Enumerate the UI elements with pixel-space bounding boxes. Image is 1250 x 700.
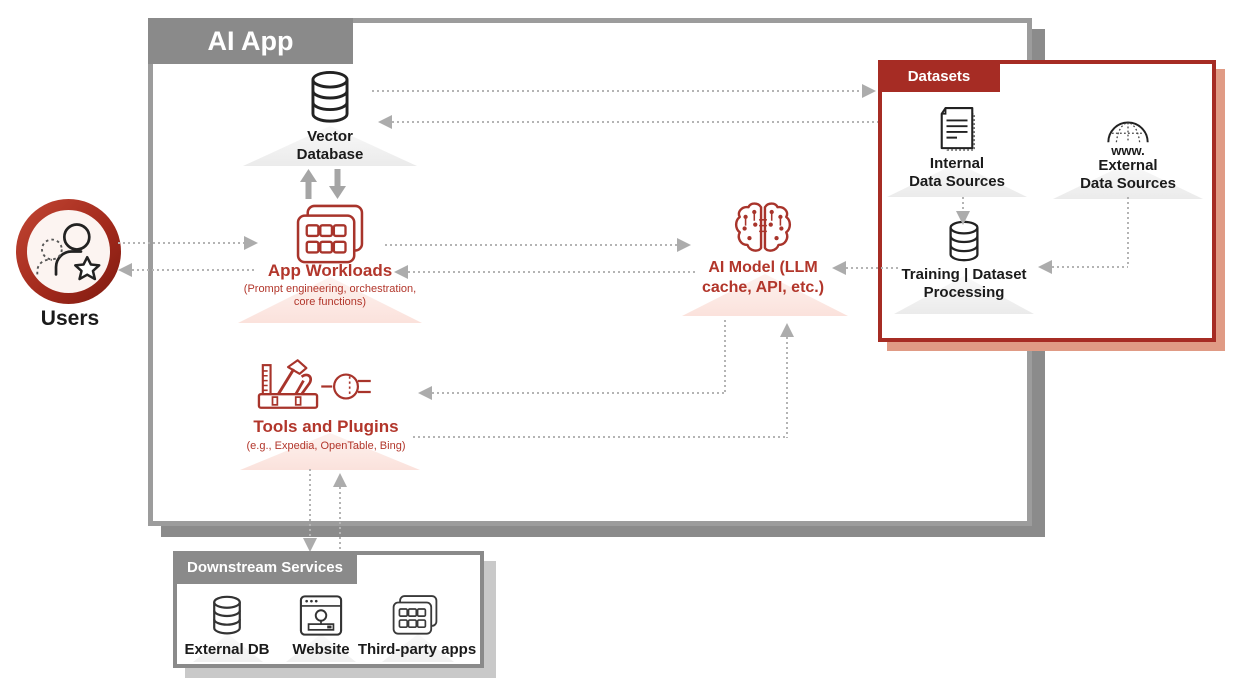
ai-model-label-line1: AI Model (LLM bbox=[708, 259, 818, 276]
users-icon bbox=[36, 223, 101, 281]
ai-model-label-line2: cache, API, etc.) bbox=[701, 279, 825, 296]
arrow-tools-to-aimodel-v bbox=[786, 337, 788, 438]
stacked-app-grid-icon bbox=[296, 204, 364, 264]
internal-data-label-line2: Data Sources bbox=[909, 173, 1005, 190]
arrow-tools-to-aimodel-h bbox=[413, 436, 788, 438]
arrowhead-aimodel-to-tools bbox=[418, 386, 432, 400]
arrowhead-vectordb-to-datasets bbox=[862, 84, 876, 98]
thirdparty-label: Third-party apps bbox=[357, 641, 477, 658]
external-data-label-line2: Data Sources bbox=[1080, 175, 1176, 192]
plug-icon bbox=[321, 373, 371, 400]
users-ring bbox=[16, 199, 121, 304]
tools-sub: (e.g., Expedia, OpenTable, Bing) bbox=[246, 440, 406, 452]
arrow-vectordb-to-workloads-down bbox=[329, 169, 346, 199]
arrowhead-downstream-to-tools bbox=[333, 473, 347, 487]
external-db-label: External DB bbox=[184, 641, 270, 658]
arrowhead-tools-to-downstream bbox=[303, 538, 317, 552]
arrow-training-to-aimodel bbox=[846, 267, 898, 269]
arrowhead-internal-to-training bbox=[956, 211, 970, 225]
arrow-users-to-workloads bbox=[118, 242, 244, 244]
app-workloads-sub1: (Prompt engineering, orchestration, bbox=[243, 283, 417, 295]
internal-data-label-line1: Internal bbox=[929, 155, 985, 172]
external-db-cylinder-icon bbox=[213, 595, 241, 635]
app-workloads-label: App Workloads bbox=[267, 261, 393, 280]
vector-db-label-line1: Vector bbox=[307, 128, 353, 145]
arrow-vectordb-to-datasets bbox=[372, 90, 862, 92]
arrowhead-tools-to-aimodel bbox=[780, 323, 794, 337]
www-label: www. bbox=[1111, 143, 1145, 158]
arrow-aimodel-to-tools-h bbox=[432, 392, 726, 394]
arrow-workloads-to-aimodel bbox=[385, 244, 677, 246]
database-cylinder-icon bbox=[311, 70, 349, 123]
arrow-workloads-to-users bbox=[132, 269, 256, 271]
arrowhead-external-to-training bbox=[1038, 260, 1052, 274]
downstream-title: Downstream Services bbox=[187, 559, 343, 576]
arrow-tools-to-downstream bbox=[309, 469, 311, 539]
globe-icon bbox=[1107, 121, 1149, 143]
document-icon bbox=[940, 106, 975, 151]
tools-label: Tools and Plugins bbox=[253, 417, 399, 436]
arrowhead-users-to-workloads bbox=[244, 236, 258, 250]
arrow-external-to-training-h bbox=[1052, 266, 1128, 268]
arrow-external-to-training-v bbox=[1127, 197, 1129, 267]
arrowhead-workloads-to-users bbox=[118, 263, 132, 277]
arrowhead-workloads-to-aimodel bbox=[677, 238, 691, 252]
arrow-workloads-to-vectordb-up bbox=[300, 169, 317, 199]
third-party-apps-icon bbox=[392, 595, 438, 635]
brain-circuit-icon bbox=[734, 202, 792, 252]
arrow-datasets-to-vectordb bbox=[392, 121, 878, 123]
vector-db-label-line2: Database bbox=[296, 146, 364, 163]
arrowhead-aimodel-to-workloads bbox=[394, 265, 408, 279]
datasets-title: Datasets bbox=[907, 67, 971, 85]
arrow-aimodel-to-workloads bbox=[408, 271, 698, 273]
training-database-cylinder-icon bbox=[949, 220, 979, 262]
website-label: Website bbox=[292, 641, 350, 658]
app-workloads-sub2: core functions) bbox=[293, 296, 367, 308]
ai-app-header-tab: AI App bbox=[148, 18, 353, 64]
training-label-line2: Processing bbox=[923, 284, 1005, 301]
toolbox-icon bbox=[257, 359, 319, 409]
arrow-downstream-to-tools bbox=[339, 487, 341, 549]
training-label-line1: Training | Dataset bbox=[901, 266, 1027, 283]
arrowhead-training-to-aimodel bbox=[832, 261, 846, 275]
ai-app-title: AI App bbox=[207, 25, 294, 56]
arrowhead-datasets-to-vectordb bbox=[378, 115, 392, 129]
datasets-header-tab: Datasets bbox=[878, 60, 1000, 92]
downstream-header-tab: Downstream Services bbox=[173, 551, 357, 584]
external-data-label-line1: External bbox=[1098, 157, 1158, 174]
users-label: Users bbox=[40, 307, 100, 330]
arrow-internal-to-training bbox=[962, 197, 964, 211]
browser-window-icon bbox=[299, 595, 343, 636]
arrow-aimodel-to-tools-v bbox=[724, 320, 726, 393]
